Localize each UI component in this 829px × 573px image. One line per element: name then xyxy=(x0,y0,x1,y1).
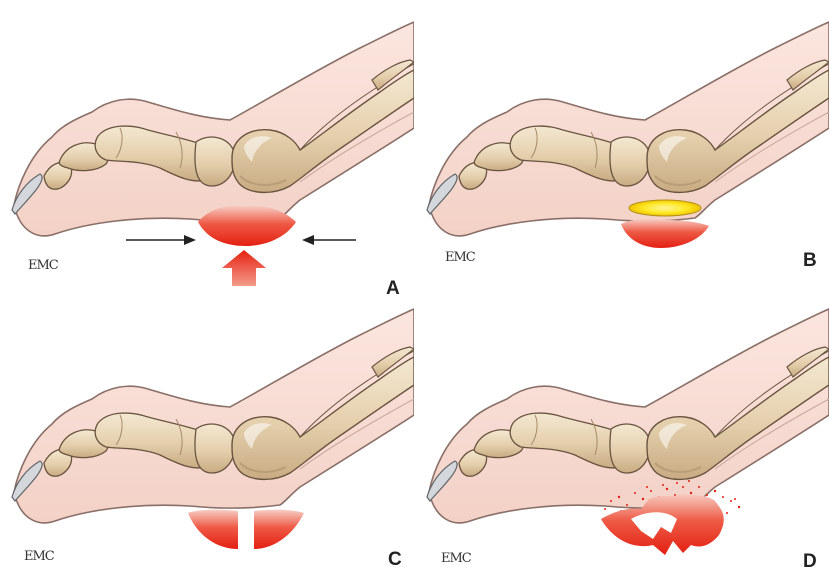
left-compression-arrow xyxy=(126,235,196,245)
panel-label-b: B xyxy=(803,250,817,272)
signature-emc-b: EMC xyxy=(445,250,475,265)
upward-pressure-arrow xyxy=(222,250,266,286)
foot-illustration-c xyxy=(0,287,414,573)
signature-emc-a: EMC xyxy=(28,258,58,273)
foot-illustration-a xyxy=(0,0,414,286)
signature-emc-d: EMC xyxy=(441,551,471,566)
panel-d: EMC D xyxy=(415,287,829,573)
fissure-right-edge xyxy=(254,510,304,549)
panel-b: EMC B xyxy=(415,0,829,286)
fissure-left-edge xyxy=(188,510,238,549)
deep-lesion xyxy=(621,219,709,248)
panel-label-d: D xyxy=(803,551,817,573)
panel-c: EMC C xyxy=(0,287,414,573)
foot-illustration-b xyxy=(415,0,829,286)
deep-ischemia-zone xyxy=(629,200,701,216)
panel-a: EMC A xyxy=(0,0,414,286)
signature-emc-c: EMC xyxy=(24,549,54,564)
foot-illustration-d xyxy=(415,287,829,573)
panel-label-c: C xyxy=(388,549,402,571)
right-compression-arrow xyxy=(302,235,356,245)
